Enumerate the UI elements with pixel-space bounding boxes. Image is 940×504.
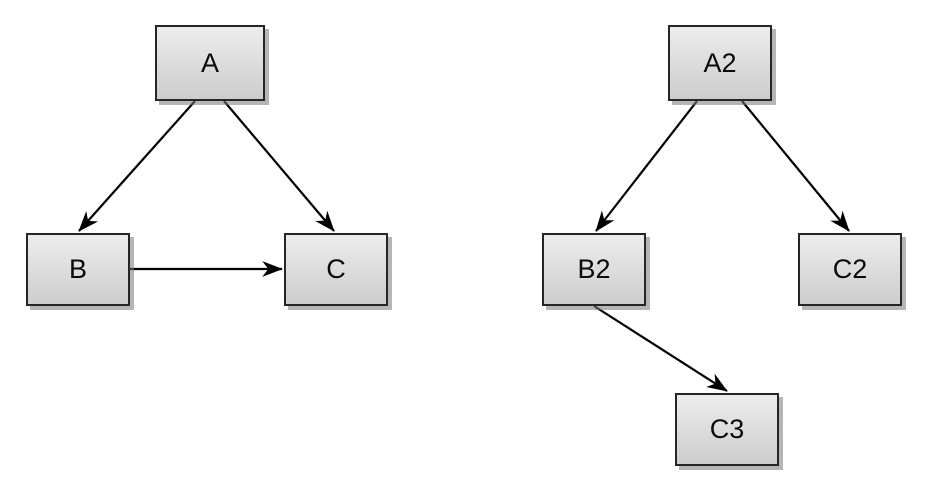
edge-a2-to-c2[interactable] (741, 100, 850, 232)
node-c2[interactable]: C2 (798, 233, 902, 306)
node-c3[interactable]: C3 (675, 393, 779, 466)
node-a[interactable]: A (155, 25, 265, 101)
edges-group (78, 100, 850, 392)
edge-a2-to-b2[interactable] (595, 100, 698, 232)
node-label-b: B (68, 254, 87, 284)
node-label-c2: C2 (832, 254, 868, 284)
node-b2[interactable]: B2 (542, 233, 646, 306)
edge-a-to-c[interactable] (223, 100, 335, 232)
edge-b2-to-c3[interactable] (593, 305, 728, 392)
node-a2[interactable]: A2 (668, 25, 772, 101)
node-b[interactable]: B (26, 233, 130, 306)
node-label-c3: C3 (709, 414, 745, 444)
edge-a-to-b[interactable] (78, 100, 196, 232)
node-c[interactable]: C (284, 233, 388, 306)
node-label-c: C (326, 254, 346, 284)
node-label-a2: A2 (703, 47, 737, 78)
node-label-a: A (200, 47, 219, 78)
node-label-b2: B2 (577, 254, 611, 284)
